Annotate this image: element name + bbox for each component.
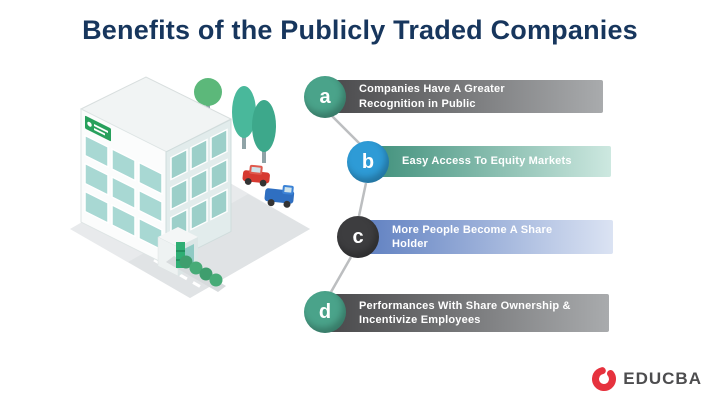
page-title: Benefits of the Publicly Traded Companie… xyxy=(82,15,638,45)
benefit-text-b: Easy Access To Equity Markets xyxy=(402,155,572,168)
office-building xyxy=(79,76,233,277)
benefit-bar-d: Performances With Share Ownership & Ince… xyxy=(325,294,609,332)
educba-logo: EDUCBA xyxy=(591,366,702,392)
educba-logo-icon xyxy=(592,367,617,391)
hedge-icon xyxy=(166,242,226,292)
benefit-bar-c: More People Become A Share Holder xyxy=(358,220,613,254)
bullet-circle-c: c xyxy=(337,216,379,258)
bullet-circle-b: b xyxy=(347,141,389,183)
van-icon xyxy=(264,184,295,208)
bullet-circle-a: a xyxy=(304,76,346,118)
benefit-text-d: Performances With Share Ownership & Ince… xyxy=(359,299,571,326)
benefit-bar-a: Companies Have A Greater Recognition in … xyxy=(325,80,603,113)
benefit-text-c: More People Become A Share Holder xyxy=(392,223,553,250)
car-icon xyxy=(242,164,270,187)
benefit-bar-b: Easy Access To Equity Markets xyxy=(368,146,611,177)
tree-icon xyxy=(232,86,276,163)
building-illustration xyxy=(70,76,310,298)
bullet-circle-d: d xyxy=(304,291,346,333)
benefit-text-a: Companies Have A Greater Recognition in … xyxy=(359,83,505,110)
educba-logo-text: EDUCBA xyxy=(623,369,702,388)
